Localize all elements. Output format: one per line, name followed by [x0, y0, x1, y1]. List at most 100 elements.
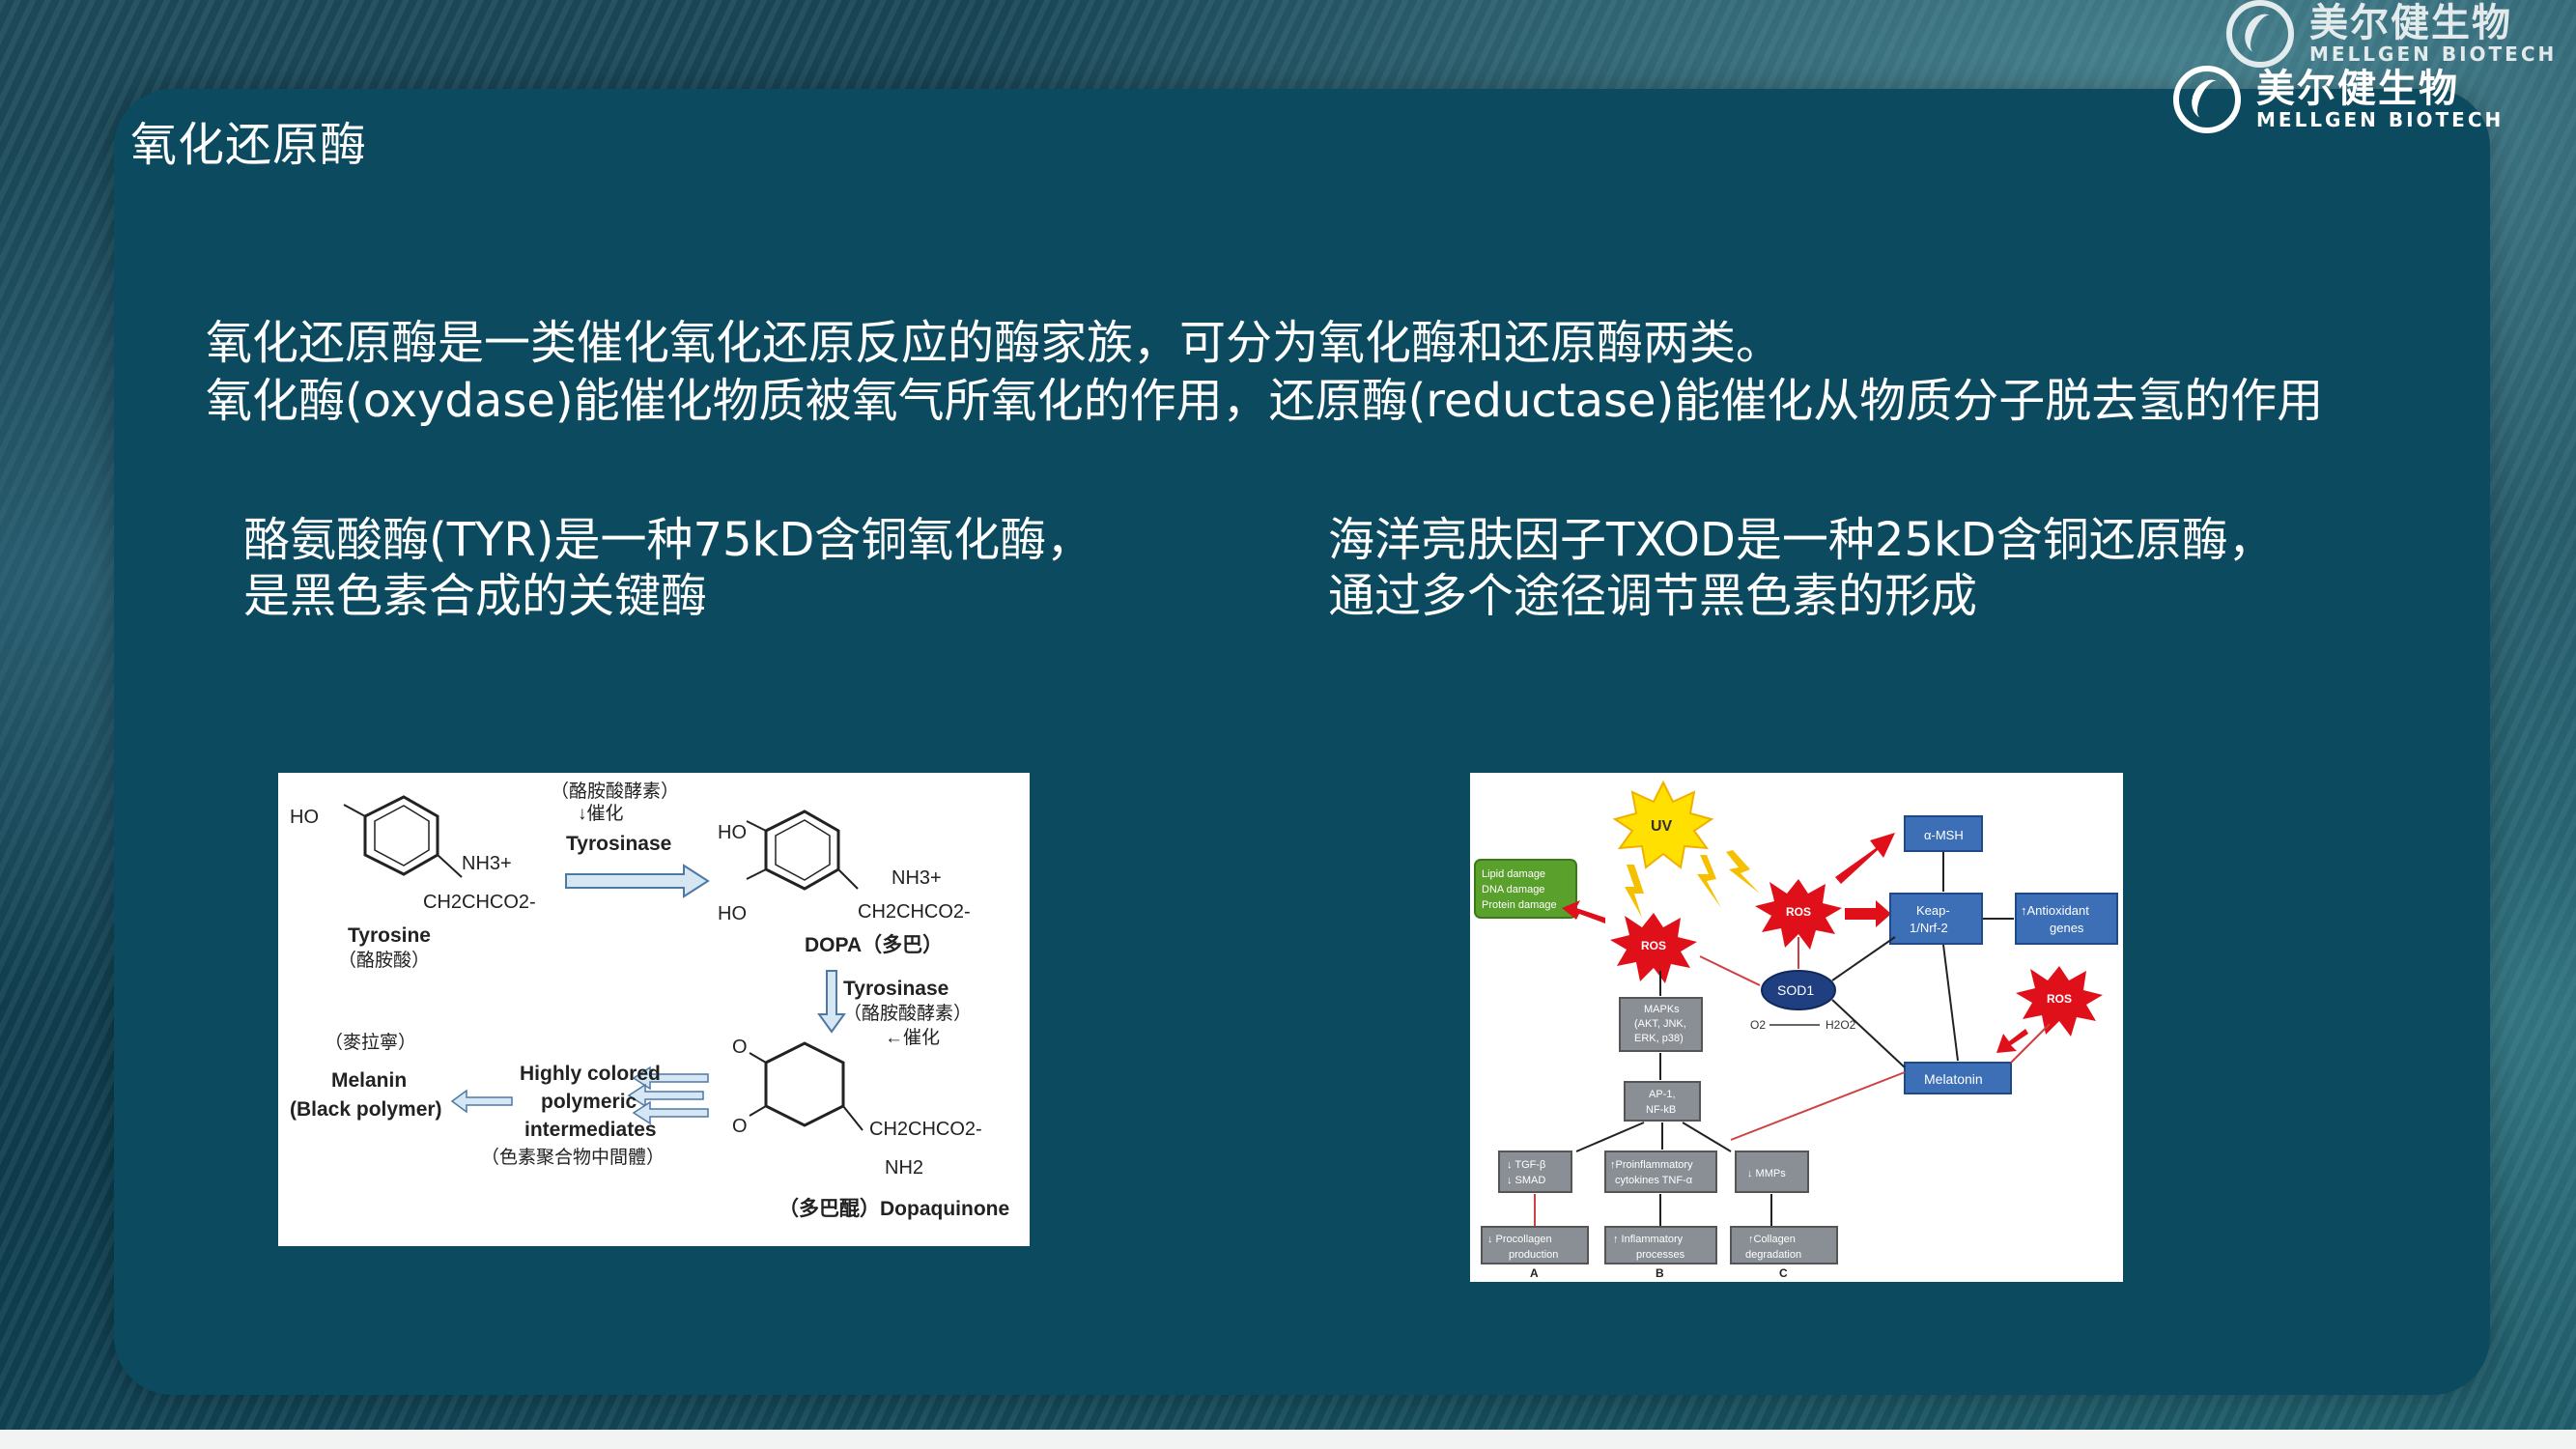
panel-label-a: A	[1530, 1266, 1539, 1280]
polymer-arrow-2-icon	[627, 1083, 704, 1108]
txod-caption-line-2: 通过多个途径调节黑色素的形成	[1328, 569, 1978, 623]
amsh-box	[1904, 815, 1983, 852]
txod-caption-line-1: 海洋亮肤因子TXOD是一种25kD含铜还原酶，	[1328, 513, 2275, 567]
dopaquinone-label: （多巴醌）Dopaquinone	[778, 1197, 1009, 1220]
ros-burst-2-icon	[1755, 879, 1842, 950]
melanin-sub-label: (Black polymer)	[290, 1098, 442, 1121]
logo-mark-icon	[2226, 0, 2294, 68]
melanin-synthesis-figure: HO NH3+ CH2CHCO2- Tyrosine （酪胺酸） （酪胺酸酵素）…	[278, 773, 1030, 1246]
procollagen-line-2: production	[1509, 1249, 1558, 1261]
mapks-line-1: MAPKs	[1644, 1004, 1680, 1015]
lipid-damage-line-2: DNA damage	[1482, 884, 1544, 895]
tyrosine-ring-inner	[374, 805, 430, 867]
ap1-box	[1624, 1081, 1701, 1122]
polymer-arrow-3-icon	[632, 1100, 709, 1125]
logo-name-en: MELLGEN BIOTECH	[2256, 108, 2505, 131]
ros-label-1: ROS	[1641, 939, 1666, 952]
lightning-3-icon	[1726, 850, 1760, 894]
red-arrow-keap-icon	[1845, 900, 1891, 927]
red-arrow-damage-icon	[1562, 900, 1605, 923]
melanin-note: （麥拉寧）	[325, 1032, 416, 1053]
collagen-box	[1730, 1226, 1838, 1264]
dopa-side-chain: CH2CHCO2-	[858, 901, 971, 923]
amsh-label: α-MSH	[1924, 828, 1964, 842]
intro-line-1: 氧化还原酶是一类催化氧化还原反应的酶家族，可分为氧化酶和还原酶两类。	[206, 316, 1783, 370]
tyrosinase-caption-line-1: 酪氨酸酶(TYR)是一种75kD含铜氧化酶，	[243, 513, 1093, 567]
panel-label-c: C	[1779, 1266, 1788, 1280]
dopaquinone-nh2: NH2	[885, 1157, 923, 1179]
dopaquinone-side-chain: CH2CHCO2-	[869, 1119, 982, 1140]
proinflammatory-line-1: ↑Proinflammatory	[1610, 1159, 1693, 1171]
tyrosinase-caption: 酪氨酸酶(TYR)是一种75kD含铜氧化酶， 是黑色素合成的关键酶	[243, 512, 1092, 624]
dopaquinone-o-1: O	[732, 1037, 748, 1058]
slide-title: 氧化还原酶	[130, 118, 368, 172]
procollagen-line-1: ↓ Procollagen	[1487, 1234, 1552, 1245]
tyrosinase-mid: Tyrosinase	[843, 978, 948, 1000]
keap-line-1: Keap-	[1916, 903, 1950, 918]
sod1-label: SOD1	[1777, 982, 1814, 998]
keap-line-2: 1/Nrf-2	[1910, 921, 1948, 935]
mapks-line-2: (AKT, JNK,	[1634, 1018, 1686, 1030]
dopaquinone-ring	[764, 1041, 845, 1127]
h2o2-label: H2O2	[1826, 1018, 1856, 1032]
intermediates-line-1: Highly colored	[520, 1063, 661, 1085]
antioxidant-line-1: ↑Antioxidant	[2021, 903, 2089, 918]
inflammatory-line-2: processes	[1636, 1249, 1685, 1261]
dopa-ring	[764, 810, 840, 891]
lipid-damage-line-3: Protein damage	[1482, 899, 1557, 911]
txod-pathway-figure: UV Lipid damage DNA damage Protein damag…	[1470, 773, 2123, 1282]
collagen-line-2: degradation	[1745, 1249, 1801, 1261]
uv-label: UV	[1651, 818, 1673, 835]
lipid-damage-box	[1474, 859, 1577, 919]
keap-box	[1889, 893, 1983, 945]
dopa-ho-1: HO	[718, 822, 747, 843]
tyrosine-label: Tyrosine	[348, 924, 431, 947]
inflammatory-line-1: ↑ Inflammatory	[1613, 1234, 1684, 1245]
reaction-arrow-down-icon	[817, 970, 846, 1034]
tyrosinase-top: Tyrosinase	[566, 833, 671, 855]
polymer-arrow-1-icon	[632, 1065, 709, 1091]
tyrosine-nh3: NH3+	[462, 853, 512, 874]
proinflammatory-line-2: cytokines TNF-α	[1615, 1175, 1693, 1186]
intro-text: 氧化还原酶是一类催化氧化还原反应的酶家族，可分为氧化酶和还原酶两类。 氧化酶(o…	[206, 314, 2447, 430]
dopa-label: DOPA（多巴）	[805, 933, 943, 956]
lipid-damage-line-1: Lipid damage	[1482, 868, 1545, 880]
logo-name-cn: 美尔健生物	[2309, 1, 2512, 45]
company-logo-watermark: 美尔健生物 MELLGEN BIOTECH	[2226, 0, 2557, 68]
tyrosine-side-chain: CH2CHCO2-	[423, 892, 536, 913]
dopa-nh3: NH3+	[892, 867, 942, 889]
intro-line-2: 氧化酶(oxydase)能催化物质被氧气所氧化的作用，还原酶(reductase…	[206, 374, 2324, 428]
proinflammatory-box	[1604, 1151, 1717, 1193]
logo-name-cn: 美尔健生物	[2256, 67, 2459, 111]
inflammatory-box	[1604, 1226, 1717, 1264]
melatonin-label: Melatonin	[1924, 1071, 1983, 1087]
dopaquinone-o-2: O	[732, 1116, 748, 1137]
ap1-line-1: AP-1,	[1649, 1089, 1676, 1100]
melanin-label: Melanin	[331, 1069, 407, 1092]
melatonin-box	[1904, 1062, 2012, 1094]
catalysis-mid: ←催化	[885, 1027, 940, 1048]
ros-burst-3-icon	[2016, 966, 2103, 1037]
tgf-line-2: ↓ SMAD	[1507, 1175, 1545, 1186]
txod-caption: 海洋亮肤因子TXOD是一种25kD含铜还原酶， 通过多个途径调节黑色素的形成	[1328, 512, 2275, 624]
ros-label-3: ROS	[2047, 992, 2072, 1006]
tyrosine-ring	[363, 795, 439, 876]
reaction-arrow-right-icon	[565, 864, 710, 898]
mapks-line-3: ERK, p38)	[1634, 1033, 1684, 1044]
intermediates-line-3: intermediates	[524, 1119, 657, 1141]
lightning-1-icon	[1625, 865, 1644, 918]
catalysis-top: ↓催化	[578, 803, 624, 824]
logo-mark-icon	[2173, 66, 2241, 133]
ros-burst-1-icon	[1610, 913, 1697, 983]
mmps-label: ↓ MMPs	[1747, 1168, 1786, 1179]
tyrosine-label-cn: （酪胺酸）	[338, 950, 430, 971]
slide-bottom-strip	[0, 1430, 2576, 1449]
antioxidant-line-2: genes	[2050, 921, 2084, 935]
panel-label-b: B	[1656, 1266, 1664, 1280]
tyrosine-ho: HO	[290, 807, 319, 828]
uv-sun-icon	[1612, 780, 1714, 869]
logo-name-en: MELLGEN BIOTECH	[2309, 43, 2558, 66]
intermediates-line-2: polymeric	[541, 1091, 637, 1113]
melanin-arrow-icon	[450, 1089, 513, 1114]
sod1-ellipse	[1761, 970, 1836, 1010]
